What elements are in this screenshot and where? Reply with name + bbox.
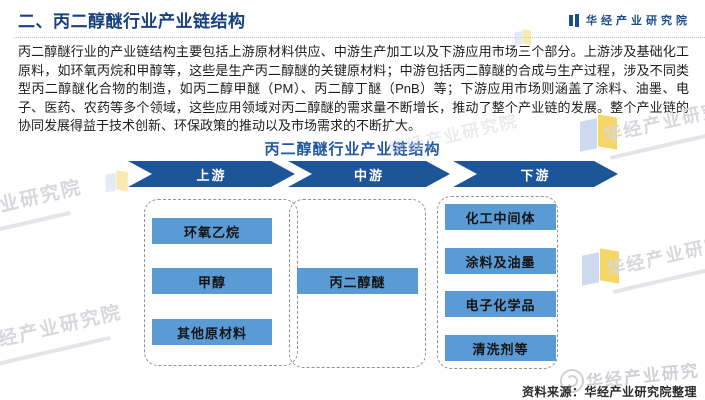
stage-label: 下游 xyxy=(520,167,551,183)
intro-paragraph: 丙二醇醚行业的产业链结构主要包括上游原材料供应、中游生产加工以及下游应用市场三个… xyxy=(18,44,689,134)
downstream-column: 化工中间体 涂料及油墨 电子化学品 清洗剂等 xyxy=(437,196,558,369)
watermark-text: 华经产业研究院 xyxy=(604,228,705,280)
midstream-column: 丙二醇醚 xyxy=(289,199,426,368)
chain-item: 丙二醇醚 xyxy=(297,268,418,294)
watermark-text: 华经产业研究院 xyxy=(0,177,85,231)
brand-logo: 华经产业研究院 xyxy=(569,12,691,28)
upstream-column: 环氧乙烷 甲醇 其他原材料 xyxy=(144,199,298,366)
chain-item: 其他原材料 xyxy=(152,319,272,345)
header-divider xyxy=(14,37,705,38)
chain-item: 涂料及油墨 xyxy=(445,248,556,274)
chain-item: 化工中间体 xyxy=(445,204,556,230)
stage-label: 上游 xyxy=(196,167,227,183)
book-logo-watermark xyxy=(104,170,129,193)
chain-item: 环氧乙烷 xyxy=(152,218,272,244)
book-logo-watermark xyxy=(580,248,622,286)
diagram-title: 丙二醇醚行业产业链结构 xyxy=(264,141,441,158)
book-page-left xyxy=(105,172,116,193)
chain-item: 甲醇 xyxy=(152,268,272,294)
chain-item: 电子化学品 xyxy=(445,291,556,317)
watermark-right-mid: 华经产业研究院 xyxy=(605,229,705,294)
stage-arrow-midstream: 中游 xyxy=(288,161,450,187)
book-page-left xyxy=(582,252,599,286)
watermark-subline xyxy=(612,260,705,294)
book-page-right xyxy=(116,170,128,192)
stage-arrow-downstream: 下游 xyxy=(453,161,618,187)
source-note: 资料来源：华经产业研究院整理 xyxy=(521,385,697,399)
page-title: 二、丙二醇醚行业产业链结构 xyxy=(18,12,246,31)
brand-name: 华经产业研究院 xyxy=(586,15,691,27)
watermark-bottom-left: 华经产业研究院 xyxy=(0,302,125,369)
brand-logo-icon xyxy=(569,13,579,27)
stage-label: 中游 xyxy=(353,167,384,183)
watermark-text: 华经产业研究院 xyxy=(0,302,125,356)
book-page-right xyxy=(600,248,619,284)
chain-item: 清洗剂等 xyxy=(445,335,556,361)
watermark-left: 华经产业研究院 xyxy=(0,177,85,244)
watermark-subline xyxy=(0,335,112,369)
stage-arrow-upstream: 上游 xyxy=(128,161,295,187)
watermark-subline xyxy=(0,210,72,244)
